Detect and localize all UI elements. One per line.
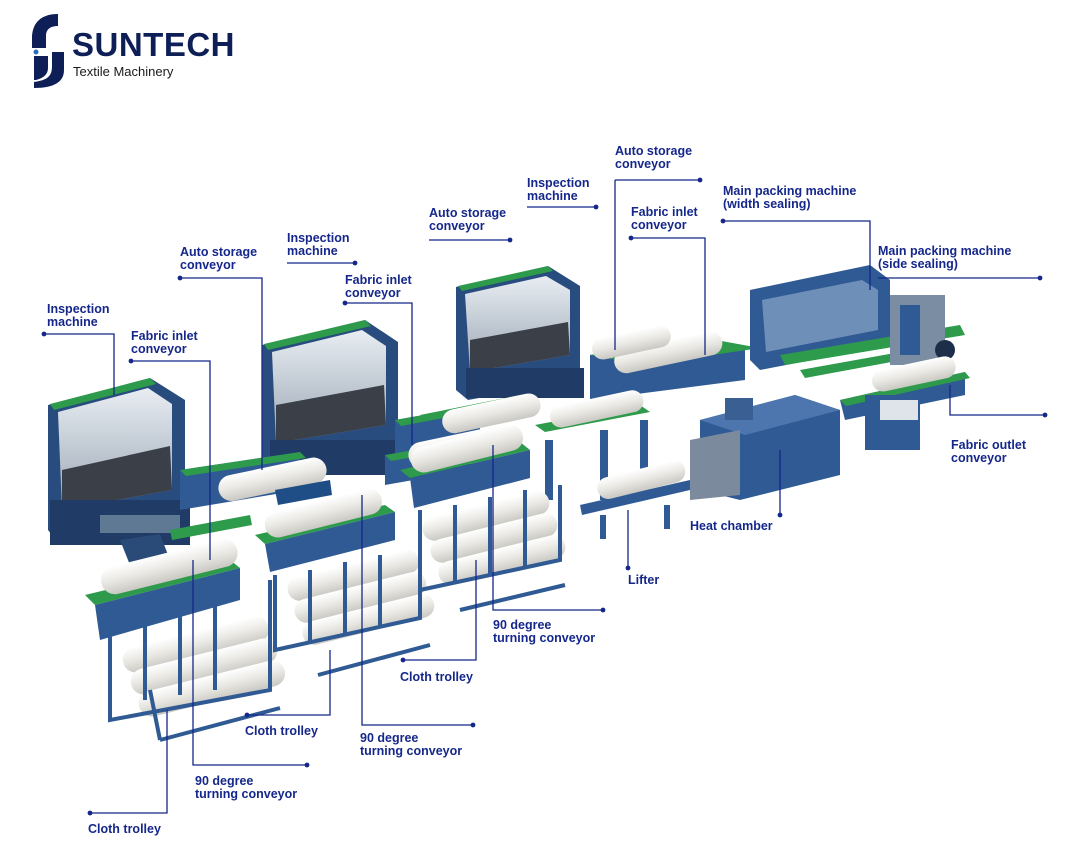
conveyor-line-3 bbox=[535, 325, 760, 432]
label-cloth-trolley-3: Cloth trolley bbox=[400, 670, 473, 684]
trolley-assembly-2 bbox=[255, 488, 435, 677]
trolley-assembly-1 bbox=[85, 539, 286, 742]
trolley-assembly-3 bbox=[400, 424, 566, 612]
inspection-machine-2 bbox=[262, 320, 405, 475]
label-cloth-trolley-1: Cloth trolley bbox=[88, 822, 161, 836]
callout-dots bbox=[41, 177, 1048, 816]
label-heat-chamber: Heat chamber bbox=[690, 519, 773, 533]
fabric-outlet-conveyor-body bbox=[840, 356, 970, 450]
brand-subtitle: Textile Machinery bbox=[73, 64, 174, 79]
inspection-machine-1 bbox=[48, 378, 190, 565]
lifter-machine bbox=[545, 420, 690, 539]
suntech-s-icon bbox=[32, 14, 64, 88]
brand-logo: SUNTECH Textile Machinery bbox=[28, 12, 288, 92]
brand-name: SUNTECH bbox=[72, 26, 236, 63]
label-lifter: Lifter bbox=[628, 573, 660, 587]
callout-lines bbox=[44, 179, 1045, 814]
heat-chamber-machine bbox=[690, 395, 840, 500]
main-packing-machine-side bbox=[890, 295, 955, 365]
inspection-machine-3 bbox=[456, 266, 584, 400]
label-cloth-trolley-2: Cloth trolley bbox=[245, 724, 318, 738]
label-main-packing-width-sealing: Main packing machine(width sealing) bbox=[723, 184, 857, 211]
label-main-packing-side-sealing: Main packing machine(side sealing) bbox=[878, 244, 1012, 271]
